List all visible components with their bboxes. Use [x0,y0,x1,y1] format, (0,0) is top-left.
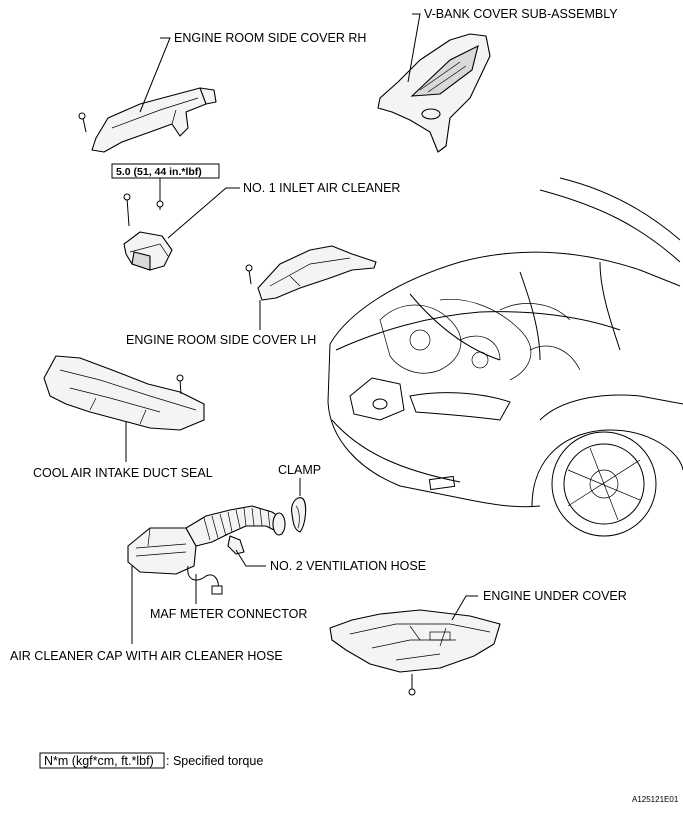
torque-legend: N*m (kgf*cm, ft.*lbf) : Specified torque [39,752,263,769]
bolt-lh-cover [245,264,253,285]
label-clamp: CLAMP [278,463,321,477]
bolt-under-cover [408,674,416,696]
leader-inlet-air [167,187,240,239]
label-engine-room-side-cover-rh: ENGINE ROOM SIDE COVER RH [174,31,366,45]
bolt-inlet-2 [156,186,164,210]
legend-description: : Specified torque [166,754,263,768]
air-cleaner-cap-with-hose [127,505,286,575]
v-bank-cover [377,33,491,153]
leader-vent-hose [235,549,266,567]
legend-unit-box: N*m (kgf*cm, ft.*lbf) [44,754,154,768]
leader-rh-cover [139,37,171,113]
vehicle-front-illustration [327,177,683,537]
bolt-duct-seal [176,374,184,395]
clamp [291,497,307,533]
engine-room-side-cover-lh [257,245,377,301]
engine-room-side-cover-rh [91,87,217,153]
bolt-inlet-1 [123,193,131,227]
leader-under-cover [451,595,478,621]
label-engine-room-side-cover-lh: ENGINE ROOM SIDE COVER LH [126,333,316,347]
torque-spec-text: 5.0 (51, 44 in.*lbf) [116,166,202,178]
label-engine-under-cover: ENGINE UNDER COVER [483,589,627,603]
label-maf-meter-connector: MAF METER CONNECTOR [150,607,307,621]
torque-spec-box: 5.0 (51, 44 in.*lbf) [111,163,220,179]
bolt-rh-cover [78,112,87,133]
engine-under-cover [329,609,501,673]
label-air-cleaner-cap: AIR CLEANER CAP WITH AIR CLEANER HOSE [10,649,283,663]
label-v-bank-cover: V-BANK COVER SUB-ASSEMBLY [424,7,618,21]
label-no2-ventilation-hose: NO. 2 VENTILATION HOSE [270,559,426,573]
leader-v-bank [407,13,421,83]
maf-meter-connector [187,565,223,595]
cool-air-intake-duct-seal [43,355,205,431]
figure-id: A125121E01 [632,795,679,804]
no1-inlet-air-cleaner [123,231,173,271]
label-cool-air-intake-duct-seal: COOL AIR INTAKE DUCT SEAL [33,466,213,480]
label-no1-inlet-air-cleaner: NO. 1 INLET AIR CLEANER [243,181,400,195]
